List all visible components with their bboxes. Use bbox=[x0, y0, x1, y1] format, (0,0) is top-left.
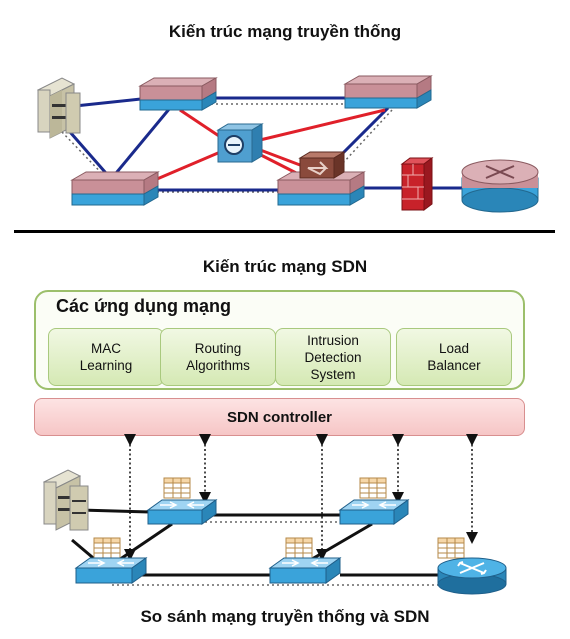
link-server-switch bbox=[74, 96, 151, 108]
server-icon bbox=[36, 77, 81, 139]
app-load-balancer: Load Balancer bbox=[396, 328, 512, 386]
sdn-architecture-title: Kiến trúc mạng SDN bbox=[202, 257, 368, 276]
switch-icon-top-left bbox=[138, 77, 218, 111]
sdn-switch-icon-bottom-right bbox=[268, 557, 342, 584]
security-appliance-icon bbox=[298, 151, 346, 179]
sdn-switch-icon-top-right bbox=[338, 499, 410, 525]
firewall-icon bbox=[400, 157, 434, 211]
sdn-controller-bar: SDN controller bbox=[34, 398, 525, 436]
app-mac-learning: MAC Learning bbox=[48, 328, 164, 386]
network-applications-box: Các ứng dụng mạng MAC Learning Routing A… bbox=[34, 290, 525, 390]
traditional-architecture-title: Kiến trúc mạng truyền thống bbox=[168, 22, 402, 41]
control-channels bbox=[124, 434, 478, 561]
sdn-switch-icon-top-left bbox=[146, 499, 218, 525]
analyzer-icon bbox=[216, 123, 264, 163]
flow-table-icon bbox=[93, 477, 465, 559]
sdn-server-icon bbox=[42, 469, 89, 531]
data-plane-links bbox=[71, 508, 440, 577]
link-switch-diagonal bbox=[110, 107, 172, 179]
app-routing-algorithms: Routing Algorithms bbox=[160, 328, 276, 386]
switch-icon-bottom-left bbox=[70, 171, 160, 206]
sdn-switch-icon-bottom-left bbox=[74, 557, 148, 584]
network-applications-title: Các ứng dụng mạng bbox=[56, 296, 232, 316]
switch-icon-top-right bbox=[343, 75, 433, 109]
app-intrusion-detection: Intrusion Detection System bbox=[275, 328, 391, 386]
sdn-router-icon bbox=[437, 557, 507, 595]
router-icon bbox=[461, 159, 539, 213]
comparison-caption: So sánh mạng truyền thống và SDN bbox=[140, 607, 430, 626]
section-divider bbox=[14, 230, 555, 233]
traditional-network-diagram bbox=[36, 75, 539, 213]
